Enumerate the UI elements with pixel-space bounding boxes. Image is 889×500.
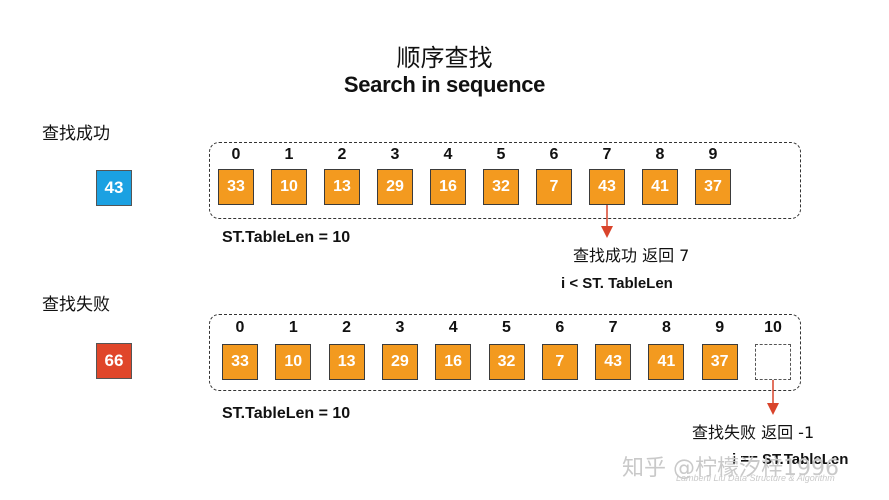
failure-array-cell: 29 <box>381 344 418 380</box>
failure-index-label: 0 <box>235 319 245 336</box>
success-array-cell: 7 <box>536 169 572 205</box>
failure-result-text: 查找失败 返回 -1 <box>692 423 815 442</box>
page-title-en: Search in sequence <box>343 72 546 97</box>
failure-index-label: 3 <box>395 319 405 336</box>
success-index-label: 9 <box>708 146 718 163</box>
failure-array-cell: 33 <box>222 344 258 380</box>
success-array-cell: 32 <box>483 169 519 205</box>
success-array-cell: 37 <box>695 169 731 205</box>
failure-sentinel-cell <box>755 344 791 380</box>
failure-table-length: ST.TableLen = 10 <box>222 405 351 422</box>
failure-array-cell: 7 <box>541 344 578 380</box>
failure-array-cell: 37 <box>701 344 738 380</box>
failure-index-label: 10 <box>764 319 782 336</box>
failure-array-cell: 43 <box>595 344 632 380</box>
success-index-label: 3 <box>390 146 400 163</box>
failure-index-label: 7 <box>608 319 618 336</box>
success-array-cell: 41 <box>642 169 678 205</box>
success-section-label: 查找成功 <box>42 124 110 144</box>
success-index-label: 5 <box>496 146 506 163</box>
failure-array-cell: 10 <box>275 344 312 380</box>
failure-index-label: 9 <box>715 319 725 336</box>
success-index-label: 0 <box>231 146 241 163</box>
success-index-label: 8 <box>655 146 665 163</box>
success-array-cell: 10 <box>271 169 307 205</box>
failure-array-frame <box>209 314 801 391</box>
success-table-length: ST.TableLen = 10 <box>222 229 351 246</box>
success-array-cell: 33 <box>218 169 254 205</box>
watermark-subtitle: Lamberti Liu Data Structure & Algorithm <box>676 473 835 483</box>
success-loop-condition: i < ST. TableLen <box>561 275 673 292</box>
failure-index-label: 6 <box>555 319 565 336</box>
failure-index-label: 5 <box>502 319 511 336</box>
failure-section-label: 查找失败 <box>42 295 110 315</box>
success-index-label: 6 <box>549 146 559 163</box>
success-array-cell: 16 <box>430 169 466 205</box>
failure-array-cell: 13 <box>328 344 365 380</box>
success-index-label: 7 <box>602 146 612 163</box>
failure-index-label: 4 <box>448 319 458 336</box>
success-result-text: 查找成功 返回 7 <box>573 246 690 265</box>
success-search-key: 43 <box>96 170 132 206</box>
page-title-cn: 顺序查找 <box>396 44 493 72</box>
failure-array-cell: 41 <box>648 344 685 380</box>
failure-index-label: 8 <box>661 319 671 336</box>
success-array-frame <box>209 142 801 219</box>
failure-array-cell: 16 <box>435 344 472 380</box>
success-index-label: 1 <box>284 146 294 163</box>
failure-array-cell: 32 <box>488 344 525 380</box>
success-index-label: 2 <box>337 146 347 163</box>
failure-search-key: 66 <box>96 343 132 379</box>
success-array-cell: 13 <box>324 169 360 205</box>
failure-index-label: 1 <box>288 319 298 336</box>
success-array-cell: 29 <box>377 169 413 205</box>
failure-index-label: 2 <box>342 319 352 336</box>
failure-loop-condition: i == ST.TableLen <box>732 451 849 468</box>
success-index-label: 4 <box>443 146 453 163</box>
success-array-cell: 43 <box>589 169 625 205</box>
watermark: 知乎 @柠檬汐梓1996 <box>622 456 839 481</box>
